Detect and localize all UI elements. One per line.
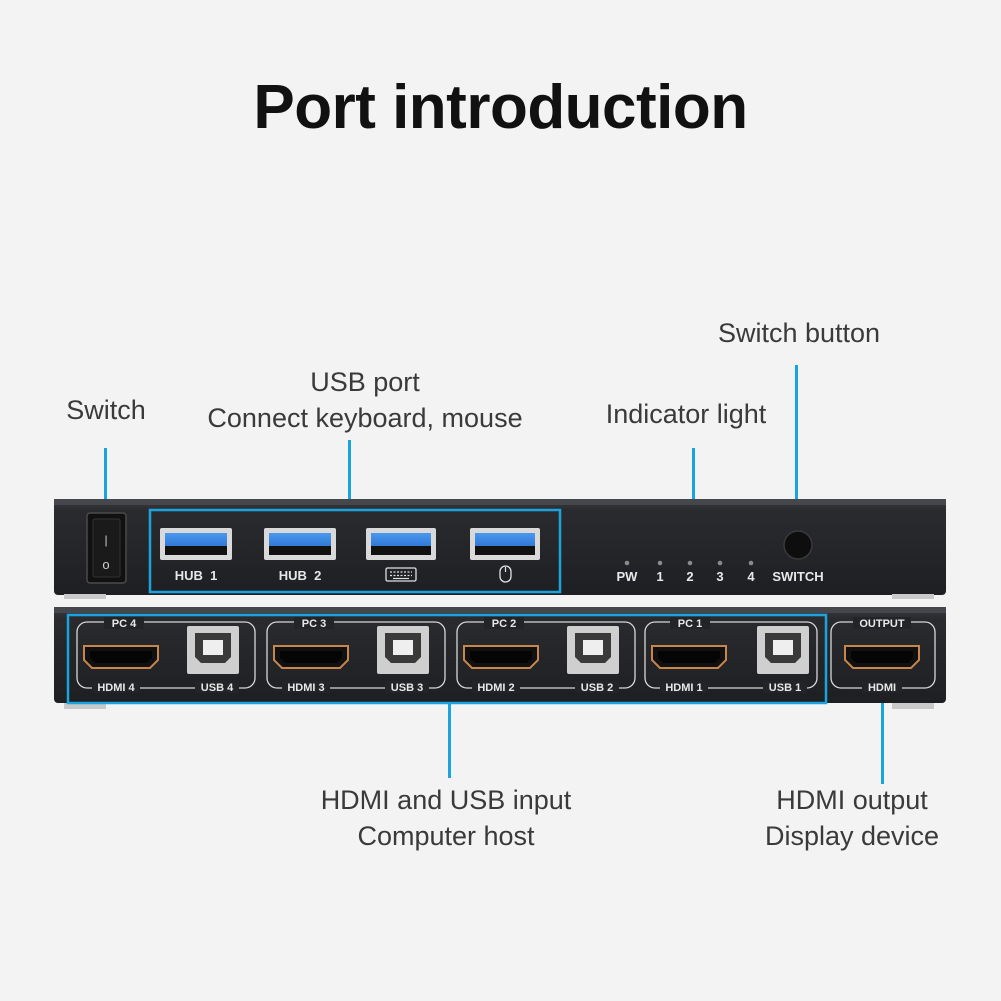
power-rocker-switch[interactable]: | o — [86, 512, 127, 584]
indicator-label-pw: PW — [617, 569, 639, 584]
hdmi-port-3[interactable] — [273, 645, 349, 669]
input-group-pc4: PC 4 HDMI 4 USB 4 — [76, 617, 256, 694]
hdmi-usb-input-callout: HDMI and USB input Computer host — [290, 782, 602, 854]
output-leader-line — [881, 700, 884, 784]
usb-port-hub2[interactable] — [264, 528, 336, 560]
switch-button-callout-text: Switch button — [717, 318, 881, 348]
input-group-pc1: PC 1 HDMI 1 USB 1 — [644, 617, 818, 694]
hdmi-output-callout-line2: Display device — [764, 821, 940, 851]
hdmi-port-1[interactable] — [651, 645, 727, 669]
usb-b-port-2[interactable] — [567, 626, 619, 674]
indicator-label-4: 4 — [747, 569, 755, 584]
hdmi-port-2[interactable] — [463, 645, 539, 669]
input-leader-line — [448, 700, 451, 778]
pc3-label: PC 3 — [302, 618, 326, 630]
switch-button-callout: Switch button — [694, 315, 904, 351]
keyboard-icon — [385, 567, 417, 582]
indicator-led-4 — [748, 560, 754, 566]
usb-b-port-4[interactable] — [187, 626, 239, 674]
usb3-label: USB 3 — [391, 682, 423, 694]
usb-port-keyboard[interactable] — [366, 528, 436, 560]
usb-b-port-1[interactable] — [757, 626, 809, 674]
usb4-label: USB 4 — [201, 682, 234, 694]
usb-port-mouse[interactable] — [470, 528, 540, 560]
hdmi-port-4[interactable] — [83, 645, 159, 669]
indicator-led-3 — [717, 560, 723, 566]
power-on-symbol: | — [104, 533, 107, 547]
hdmi1-label: HDMI 1 — [665, 682, 702, 694]
pc2-label: PC 2 — [492, 618, 516, 630]
usb-port-callout: USB port Connect keyboard, mouse — [175, 364, 555, 436]
indicator-label-3: 3 — [716, 569, 723, 584]
front-panel: | o HUB 1 HUB 2 — [54, 499, 946, 599]
hdmi3-label: HDMI 3 — [287, 682, 324, 694]
hdmi2-label: HDMI 2 — [477, 682, 514, 694]
page-title: Port introduction — [253, 73, 748, 142]
indicator-label-2: 2 — [686, 569, 693, 584]
hdmi-output-callout: HDMI output Display device — [746, 782, 958, 854]
hub2-label: HUB 2 — [279, 568, 322, 583]
indicator-leader-line — [692, 448, 695, 520]
switch-callout-text: Switch — [66, 395, 146, 425]
output-hdmi-label: HDMI — [868, 682, 896, 694]
indicator-light-callout-text: Indicator light — [605, 399, 767, 429]
power-off-symbol: o — [102, 557, 109, 572]
indicator-label-1: 1 — [656, 569, 663, 584]
pc4-label: PC 4 — [112, 618, 137, 630]
switch-push-button[interactable] — [783, 530, 813, 560]
switch-callout: Switch — [48, 392, 164, 428]
usb2-label: USB 2 — [581, 682, 613, 694]
usb-port-highlight-box — [148, 508, 562, 594]
rear-panel: PC 4 HDMI 4 USB 4 PC 3 — [54, 607, 946, 709]
switch-leader-line — [104, 448, 107, 530]
indicator-led-pw — [624, 560, 630, 566]
hdmi-output-port[interactable] — [844, 645, 920, 669]
usb1-label: USB 1 — [769, 682, 801, 694]
mouse-icon — [499, 565, 512, 583]
switch-button-leader-line — [795, 365, 798, 518]
usb-b-port-3[interactable] — [377, 626, 429, 674]
indicator-led-2 — [687, 560, 693, 566]
usb-port-leader-line — [348, 440, 351, 510]
output-label: OUTPUT — [859, 618, 905, 630]
output-group: OUTPUT HDMI — [830, 617, 936, 694]
indicator-leds — [624, 560, 754, 566]
usb-port-callout-line2: Connect keyboard, mouse — [207, 403, 523, 433]
hdmi4-label: HDMI 4 — [97, 682, 135, 694]
switch-button-label: SWITCH — [772, 569, 823, 584]
indicator-light-callout: Indicator light — [582, 396, 790, 432]
usb-port-callout-line1: USB port — [310, 367, 420, 397]
usb-port-hub1[interactable] — [160, 528, 232, 560]
input-group-pc2: PC 2 HDMI 2 USB 2 — [456, 617, 636, 694]
hdmi-usb-input-callout-line1: HDMI and USB input — [320, 785, 572, 815]
pc1-label: PC 1 — [678, 618, 702, 630]
indicator-led-1 — [657, 560, 663, 566]
input-highlight-box — [66, 613, 828, 705]
hdmi-output-callout-line1: HDMI output — [776, 785, 928, 815]
hub1-label: HUB 1 — [175, 568, 218, 583]
input-group-pc3: PC 3 HDMI 3 USB 3 — [266, 617, 446, 694]
hdmi-usb-input-callout-line2: Computer host — [357, 821, 535, 851]
